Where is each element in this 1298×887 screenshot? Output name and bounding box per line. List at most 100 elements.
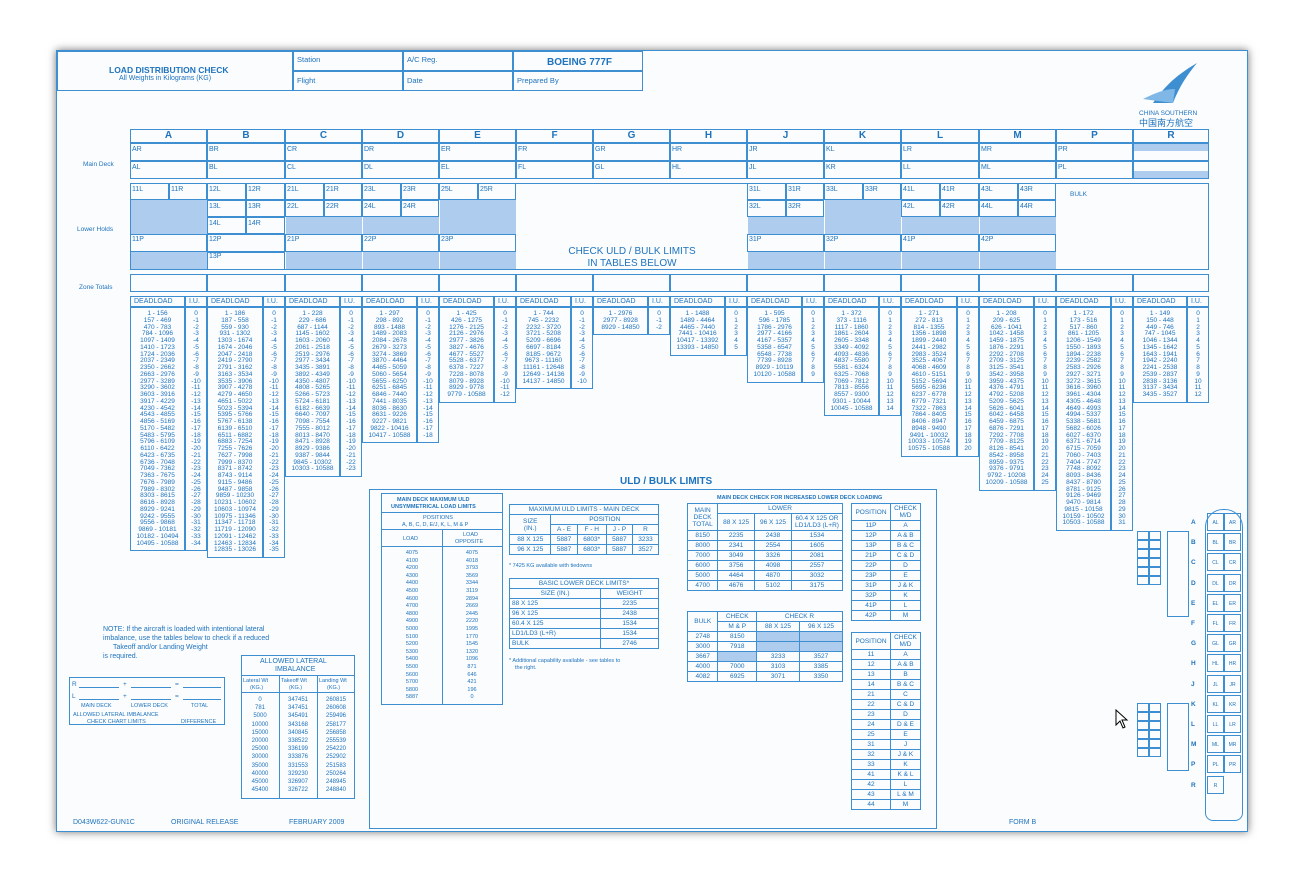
deadload-header-b: DEADLOAD — [211, 298, 250, 305]
hold-33r[interactable]: 33R — [865, 186, 878, 193]
deadload-values-m: 1 - 208 209 - 625 626 - 1041 1042 - 1458… — [985, 310, 1028, 486]
hold-31p[interactable]: 31P — [749, 236, 762, 243]
diagram-letter-g: G — [1191, 640, 1197, 648]
hold-32l[interactable]: 32L — [749, 203, 761, 210]
hold-13r[interactable]: 13R — [248, 203, 261, 210]
main-deck-cl[interactable]: CL — [287, 164, 296, 171]
hold-41l[interactable]: 41L — [903, 186, 915, 193]
hold-32r[interactable]: 32R — [788, 203, 801, 210]
main-deck-er[interactable]: ER — [441, 146, 451, 153]
hold-25r[interactable]: 25R — [480, 186, 493, 193]
hold-12l[interactable]: 12L — [209, 186, 221, 193]
main-deck-gr[interactable]: GR — [595, 146, 606, 153]
main-deck-el[interactable]: EL — [441, 164, 450, 171]
main-deck-dr[interactable]: DR — [364, 146, 375, 153]
hold-41p[interactable]: 41P — [903, 236, 916, 243]
hold-13p[interactable]: 13P — [209, 253, 222, 260]
hold-11r[interactable]: 11R — [171, 186, 184, 193]
prepared-by-field[interactable]: Prepared By — [517, 76, 559, 85]
main-deck-ar[interactable]: AR — [132, 146, 142, 153]
main-deck-kl[interactable]: KL — [826, 146, 835, 153]
hold-32p[interactable]: 32P — [826, 236, 839, 243]
diagram-pos-fr: FR — [1229, 621, 1236, 627]
iu-header-p: I.U. — [1115, 298, 1126, 305]
ac-reg-field[interactable]: A/C Reg. — [407, 55, 438, 64]
main-deck-pl[interactable]: PL — [1058, 164, 1067, 171]
bulk-hold[interactable]: BULK — [1070, 191, 1087, 198]
main-deck-cr[interactable]: CR — [287, 146, 298, 153]
diagram-pos-jr: JR — [1229, 681, 1236, 688]
main-deck-hr[interactable]: HR — [672, 146, 683, 153]
hold-42l[interactable]: 42L — [903, 203, 915, 210]
hold-33l[interactable]: 33L — [826, 186, 838, 193]
iu-values-a: 0 -1 -2 -3 -4 -5 -6 -7 -8 -9 -10 -11 -12… — [191, 310, 201, 547]
main-deck-lr[interactable]: LR — [903, 146, 912, 153]
column-header-e: E — [474, 130, 481, 141]
hold-44l[interactable]: 44L — [981, 203, 993, 210]
hold-12p[interactable]: 12P — [209, 236, 222, 243]
main-deck-bl[interactable]: BL — [209, 164, 218, 171]
hold-31l[interactable]: 31L — [749, 186, 761, 193]
diagram-pos-pr: PR — [1229, 762, 1236, 769]
hold-24r[interactable]: 24R — [403, 203, 416, 210]
hold-11l[interactable]: 11L — [132, 186, 144, 193]
main-deck-mr[interactable]: MR — [981, 146, 992, 153]
hold-43l[interactable]: 43L — [981, 186, 993, 193]
hold-11p[interactable]: 11P — [132, 236, 144, 243]
hold-14r[interactable]: 14R — [248, 220, 261, 227]
hold-24l[interactable]: 24L — [364, 203, 376, 210]
deadload-header-a: DEADLOAD — [134, 298, 173, 305]
diagram-pos-cr: CR — [1228, 560, 1237, 567]
station-field[interactable]: Station — [297, 55, 321, 64]
hold-21l[interactable]: 21L — [287, 186, 299, 193]
main-deck-jl[interactable]: JL — [749, 164, 757, 171]
deadload-header-g: DEADLOAD — [597, 298, 636, 305]
hold-44r[interactable]: 44R — [1020, 203, 1033, 210]
hold-22l[interactable]: 22L — [287, 203, 299, 210]
hold-14l[interactable]: 14L — [209, 220, 221, 227]
main-deck-ll[interactable]: LL — [903, 164, 911, 171]
hold-23p[interactable]: 23P — [441, 236, 454, 243]
main-deck-fl[interactable]: FL — [518, 164, 527, 171]
iu-values-e: 0 -1 -2 -3 -4 -5 -6 -7 -8 -9 -10 -11 -12 — [500, 310, 510, 398]
main-deck-dl[interactable]: DL — [364, 164, 373, 171]
hold-43r[interactable]: 43R — [1020, 186, 1033, 193]
date-field[interactable]: Date — [407, 76, 423, 85]
hold-21r[interactable]: 21R — [326, 186, 339, 193]
hold-21p[interactable]: 21P — [287, 236, 300, 243]
hold-13l[interactable]: 13L — [209, 203, 221, 210]
hold-22p[interactable]: 22P — [364, 236, 377, 243]
hold-42r[interactable]: 42R — [942, 203, 955, 210]
unsym-load-col: 4075 4100 4200 4300 4400 4500 4600 4700 … — [405, 550, 419, 701]
iu-header-l: I.U. — [961, 298, 972, 305]
hold-22r[interactable]: 22R — [326, 203, 339, 210]
main-deck-jr[interactable]: JR — [749, 146, 758, 153]
main-deck-al[interactable]: AL — [132, 164, 141, 171]
flight-field[interactable]: Flight — [297, 76, 316, 85]
column-header-j: J — [782, 130, 789, 141]
hold-12r[interactable]: 12R — [248, 186, 261, 193]
main-deck-fr[interactable]: FR — [518, 146, 528, 153]
hold-23r[interactable]: 23R — [403, 186, 416, 193]
main-deck-hl[interactable]: HL — [672, 164, 681, 171]
hold-31r[interactable]: 31R — [788, 186, 801, 193]
main-deck-pr[interactable]: PR — [1058, 146, 1068, 153]
deadload-values-g: 1 - 2976 2977 - 8928 8929 - 14850 — [601, 310, 640, 331]
hold-41r[interactable]: 41R — [942, 186, 955, 193]
main-deck-ml[interactable]: ML — [981, 164, 991, 171]
main-deck-kr[interactable]: KR — [826, 164, 836, 171]
hold-23l[interactable]: 23L — [364, 186, 376, 193]
main-deck-br[interactable]: BR — [209, 146, 219, 153]
hold-25l[interactable]: 25L — [441, 186, 453, 193]
hold-42p[interactable]: 42P — [981, 236, 994, 243]
main-deck-gl[interactable]: GL — [595, 164, 605, 171]
header-title-box — [57, 51, 293, 91]
